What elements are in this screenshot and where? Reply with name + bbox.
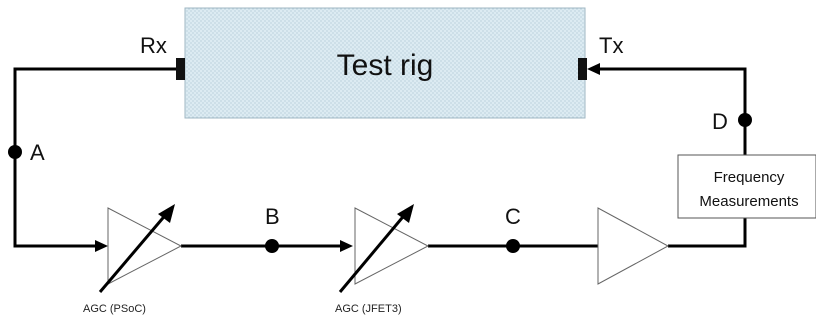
tx-label: Tx bbox=[599, 33, 623, 58]
test-rig-box bbox=[184, 7, 586, 119]
node-c-dot bbox=[506, 239, 520, 253]
agc-jfet3-adjust-arrow bbox=[338, 211, 409, 293]
arrow-into-agc2 bbox=[340, 240, 353, 252]
node-d-label: D bbox=[712, 109, 728, 134]
node-c-label: C bbox=[505, 204, 521, 229]
frequency-box-line2: Measurements bbox=[699, 193, 798, 210]
wire-amp3-to-freq bbox=[668, 218, 747, 248]
test-rig-label: Test rig bbox=[337, 49, 434, 82]
output-amplifier bbox=[597, 207, 670, 285]
agc-psoc-adjust-arrowhead bbox=[158, 204, 175, 223]
node-b-dot bbox=[265, 239, 279, 253]
agc-psoc-label: AGC (PSoC) bbox=[83, 303, 146, 315]
agc-jfet3-adjust-arrowhead bbox=[397, 204, 414, 223]
frequency-box-line1: Frequency bbox=[714, 169, 785, 186]
agc-psoc-amplifier bbox=[107, 207, 183, 285]
agc-jfet3-amplifier bbox=[354, 207, 430, 285]
rx-label: Rx bbox=[140, 33, 167, 58]
node-d-dot bbox=[738, 113, 752, 127]
node-b-label: B bbox=[265, 204, 280, 229]
frequency-measurements-box bbox=[677, 154, 816, 219]
arrow-into-agc1 bbox=[95, 240, 108, 252]
arrow-into-tx bbox=[587, 63, 600, 75]
rx-port bbox=[176, 58, 185, 80]
node-a-dot bbox=[8, 145, 22, 159]
tx-port bbox=[578, 58, 587, 80]
agc-psoc-adjust-arrow bbox=[98, 211, 170, 293]
agc-jfet3-label: AGC (JFET3) bbox=[335, 303, 402, 315]
node-a-label: A bbox=[30, 140, 45, 165]
